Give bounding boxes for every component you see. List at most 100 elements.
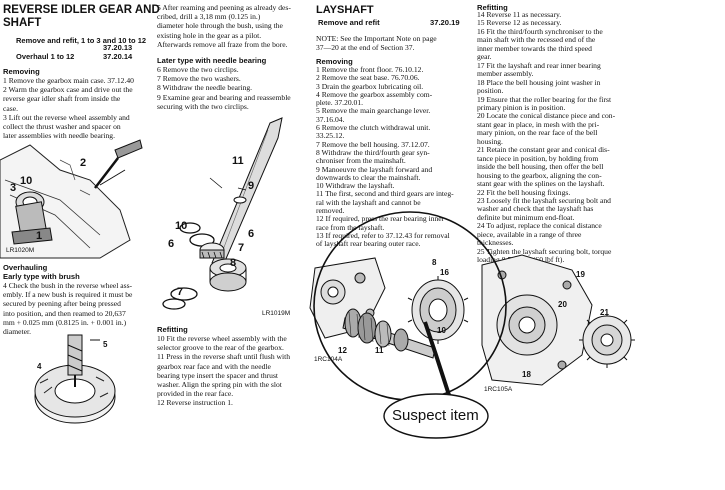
fig-layshaft-caption-right: 1RC105A	[484, 386, 513, 393]
step-line: reverse gear idler shaft from inside the	[3, 94, 121, 104]
fig3-caption: LR1019M	[262, 310, 291, 317]
step-line: 8 Withdraw the third/fourth gear syn-	[316, 147, 430, 157]
ref-remove-refit: Remove and refit, 1 to 3 and 10 to 12	[16, 36, 146, 45]
layshaft-removing-steps: 1 Remove the front floor. 76.10.12. 2 Re…	[316, 65, 454, 249]
step-line: later assemblies with needle bearing.	[3, 131, 115, 141]
important-note: NOTE: See the Important Note on page 37—…	[316, 34, 437, 52]
step-line: 24 To adjust, replace the conical distan…	[477, 221, 602, 231]
step-line: embly. If a new bush is required it must…	[3, 290, 133, 300]
fig1-label: 1	[36, 230, 43, 242]
fig3-label: 9	[248, 180, 255, 192]
step-line: downwards to clear the mainshaft.	[316, 172, 421, 182]
step-line: inner member towards the third speed	[477, 43, 592, 53]
step-line: 1 Remove the front floor. 76.10.12.	[316, 65, 424, 74]
step-line: existing hole in the gear as a pilot.	[157, 30, 262, 40]
fig4-label: 10	[437, 326, 446, 335]
step-line: 37.16.04.	[316, 114, 345, 124]
step-line: bearing type insert the spacer and thrus…	[157, 370, 279, 380]
step-line: of layshaft rear bearing outer race.	[316, 239, 421, 249]
step-line: 4 Remove the gearbox assembly com-	[316, 89, 433, 99]
step-line: housing.	[477, 136, 503, 146]
step-line: 3 Lift out the reverse wheel assembly an…	[3, 112, 130, 122]
fig3-label: 11	[232, 155, 244, 167]
layshaft-removing-heading: Removing	[316, 57, 353, 66]
fig5-label: 21	[600, 308, 609, 317]
step-line: 10 Withdraw the layshaft.	[316, 181, 395, 191]
removing-heading: Removing	[3, 67, 40, 76]
fig5-label: 18	[522, 370, 531, 379]
step-line: 25 Tighten the layshaft securing bolt, t…	[477, 246, 612, 256]
step-line: mm + 0.025 mm (0.8125 in. + 0.001 in.)	[3, 317, 127, 327]
ref-remove-refit-code: 37.20.13	[103, 43, 133, 52]
fig3-label: 6	[248, 228, 255, 240]
step-line: 9 Manoeuvre the layshaft forward and	[316, 164, 433, 174]
figure-bush-drill	[34, 334, 116, 424]
fig5-label: 20	[558, 300, 567, 309]
fig3-label: 7	[238, 242, 245, 254]
step-line: 6 Remove the two circlips.	[157, 65, 239, 74]
figure-bell-housing	[481, 254, 635, 386]
step-line: gear.	[477, 52, 492, 62]
step5-block: 5 After reaming and peening as already d…	[157, 3, 291, 49]
step-line: 22 Fit the bell housing fixings.	[477, 187, 571, 197]
step-line: gearbox rear face and with the needle	[157, 361, 271, 371]
fig2-label: 5	[103, 340, 108, 349]
note-line: 37—20 at the end of Section 37.	[316, 43, 415, 53]
step-line: 1 Remove the gearbox main case. 37.12.40	[3, 76, 134, 85]
step-line: washer. Align the spring pin with the sl…	[157, 380, 282, 390]
refitting-steps: 10 Fit the reverse wheel assembly with t…	[157, 334, 290, 408]
step-line: provided in the rear face.	[157, 389, 234, 399]
step-line: Afterwards remove all fraze from the bor…	[157, 39, 288, 49]
early-type-heading: Early type with brush	[3, 272, 80, 281]
fig4-label: 12	[338, 346, 347, 355]
step-line: case.	[3, 103, 18, 113]
removing-steps: 1 Remove the gearbox main case. 37.12.40…	[3, 76, 134, 140]
step-line: securing with the two circlips.	[157, 101, 249, 111]
fig3-label: 6	[168, 238, 175, 250]
figure-reverse-wheel-exploded	[162, 117, 283, 310]
fig1-caption: LR1020M	[6, 247, 35, 254]
fig1-label: 3	[10, 182, 17, 194]
layshaft-title: LAYSHAFT	[316, 4, 374, 16]
step-line: member assembly.	[477, 69, 534, 79]
step-line: 10 Fit the reverse wheel assembly with t…	[157, 334, 287, 343]
step-line: 19 Ensure that the roller bearing for th…	[477, 94, 612, 104]
fig1-label: 10	[20, 175, 33, 187]
figure-synchroniser-gear	[407, 276, 469, 344]
ref-text: Remove and refit, 1 to 3 and 10 to 12	[16, 36, 147, 45]
step-line: definite but minimum end-float.	[477, 212, 575, 222]
figure-reverse-idler-case	[0, 139, 143, 259]
ref-overhaul-code: 37.20.14	[103, 52, 133, 61]
later-type-heading: Later type with needle bearing	[157, 56, 267, 65]
section-title-reverse-idler: REVERSE IDLER GEAR AND SHAFT	[3, 4, 160, 30]
step-line: 18 Place the bell housing joint washer i…	[477, 77, 601, 87]
step-line: stant gear in place, in mesh with the pr…	[477, 119, 600, 129]
step-line: 20 Locate the conical distance piece and…	[477, 111, 616, 121]
step-line: 5 After reaming and peening as already d…	[157, 3, 291, 12]
fig4-label: 16	[440, 268, 449, 277]
step-line: 8 Withdraw the needle bearing.	[157, 83, 253, 93]
step-line: 21 Retain the constant gear and conical …	[477, 145, 610, 155]
step-line: collect the thrust washer and spacer on	[3, 122, 121, 132]
fig4-label: 8	[432, 258, 437, 267]
layshaft-ref-code: 37.20.19	[430, 18, 460, 27]
fig3-label: 8	[230, 257, 237, 269]
overhauling-heading: Overhauling	[3, 263, 48, 272]
step-line: diameter hole through the bush, using th…	[157, 21, 283, 31]
step-line: ral with the layshaft and cannot be	[316, 197, 421, 207]
overhaul-steps: 4 Check the bush in the reverse wheel as…	[3, 281, 132, 336]
step-line: 7 Remove the two washers.	[157, 74, 241, 84]
step-line: 12 Reverse instruction 1.	[157, 398, 233, 408]
step-line: cribed, drill a 3,18 mm (0.125 in.)	[157, 12, 261, 22]
layshaft-refitting-heading: Refitting	[477, 3, 508, 12]
step-line: 4 Check the bush in the reverse wheel as…	[3, 281, 133, 290]
layshaft-refitting-steps: 14 Reverse 11 as necessary. 15 Reverse 1…	[477, 10, 616, 265]
ref-overhaul: Overhaul 1 to 12	[16, 52, 75, 61]
step-line: 3 Drain the gearbox lubricating oil.	[316, 81, 424, 91]
later-type-steps: 6 Remove the two circlips. 7 Remove the …	[157, 65, 291, 111]
fig2-label: 4	[37, 362, 42, 371]
step-line: 33.25.12.	[316, 131, 345, 141]
step-line: 16 Fit the third/fourth synchroniser to …	[477, 26, 603, 36]
step-line: 15 Reverse 12 as necessary.	[477, 18, 562, 28]
step-line: 11 The first, second and third gears are…	[316, 189, 454, 199]
